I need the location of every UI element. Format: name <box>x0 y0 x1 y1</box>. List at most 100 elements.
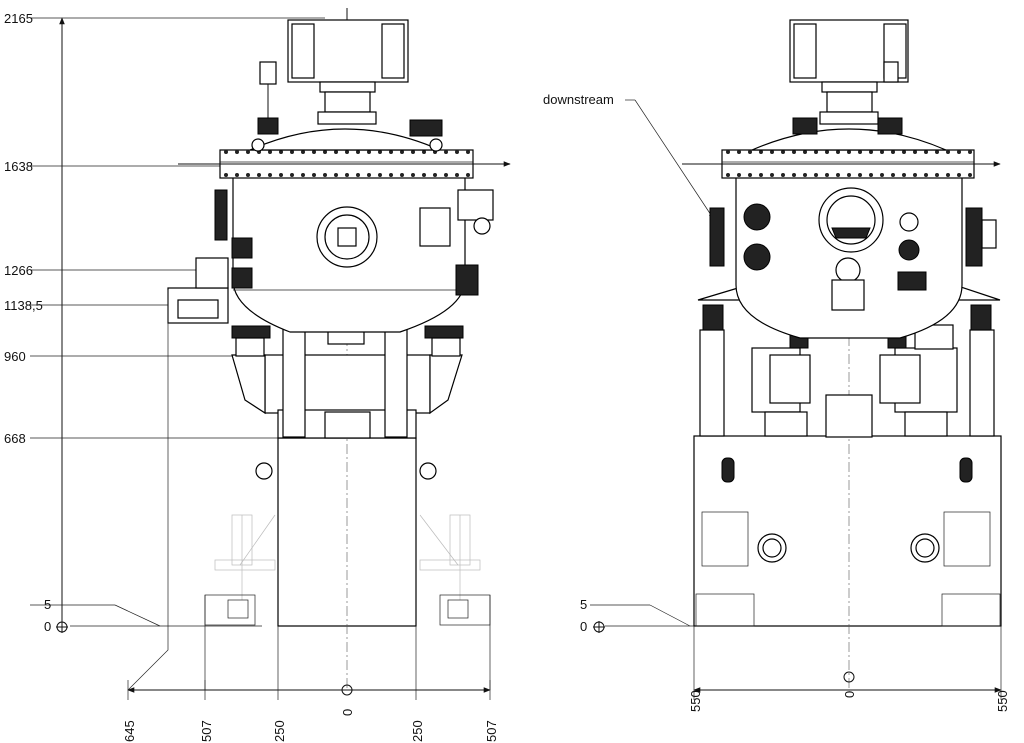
flange-bolt <box>902 150 906 154</box>
flange-bolt <box>726 150 730 154</box>
flange-bolt <box>880 150 884 154</box>
flange-bolt <box>455 150 459 154</box>
flange-bolt <box>290 150 294 154</box>
flange-bolt <box>880 173 884 177</box>
flange-bolt <box>737 173 741 177</box>
flange-bolt <box>869 150 873 154</box>
right-hdim-label-0: 0 <box>842 691 857 698</box>
right-vessel-ports <box>709 187 997 311</box>
flange-bolt <box>235 173 239 177</box>
hdim-label-645: 645 <box>122 720 137 742</box>
callout-leader-b <box>634 99 714 219</box>
left-valve-stem <box>257 61 443 137</box>
flange-bolt <box>235 150 239 154</box>
flange-bolt <box>422 150 426 154</box>
flange-bolt <box>825 150 829 154</box>
flange-bolt <box>345 150 349 154</box>
flange-bolt <box>781 173 785 177</box>
flange-bolt <box>301 173 305 177</box>
dim-label-668: 668 <box>4 431 26 446</box>
dim-label-1138-5: 1138,5 <box>4 298 43 313</box>
flange-bolt <box>378 150 382 154</box>
flange-bolt <box>836 173 840 177</box>
flange-bolt <box>847 173 851 177</box>
dim-label-5: 5 <box>44 597 51 612</box>
flange-bolt <box>246 150 250 154</box>
flange-bolt <box>759 173 763 177</box>
downstream-callout-label: downstream <box>543 92 614 107</box>
right-plate-left <box>701 511 749 567</box>
flange-bolt <box>224 173 228 177</box>
flange-bolt <box>356 173 360 177</box>
flange-bolt <box>257 173 261 177</box>
flange-bolt <box>770 150 774 154</box>
lifting-lug-right <box>419 462 437 480</box>
flange-bolt <box>290 173 294 177</box>
flange-bolt <box>748 173 752 177</box>
left-top-actuator <box>287 8 409 125</box>
flange-bolt <box>224 150 228 154</box>
flange-bolt <box>792 150 796 154</box>
right-plate-right <box>943 511 991 567</box>
right-top-actuator <box>789 19 909 135</box>
left-side-apparatus <box>127 257 229 691</box>
flange-bolt <box>466 173 470 177</box>
flange-bolt <box>803 173 807 177</box>
flange-bolt <box>301 150 305 154</box>
flange-bolt <box>968 150 972 154</box>
flange-bolt <box>312 150 316 154</box>
flange-bolt <box>770 173 774 177</box>
right-view: downstream 5 0 <box>543 19 1010 712</box>
hdim-label-507-right: 507 <box>484 720 499 742</box>
lifting-lug-left <box>255 462 273 480</box>
flange-bolt <box>946 150 950 154</box>
flange-bolt <box>378 173 382 177</box>
flange-bolt <box>323 150 327 154</box>
flange-bolt <box>400 173 404 177</box>
flange-bolt <box>957 173 961 177</box>
dim-label-1266: 1266 <box>4 263 33 278</box>
flange-bolt <box>792 173 796 177</box>
right-hdim-label-550-left: 550 <box>688 690 703 712</box>
flange-bolt <box>902 173 906 177</box>
flange-bolt <box>913 150 917 154</box>
flange-bolt <box>759 150 763 154</box>
flange-bolt <box>444 173 448 177</box>
flange-bolt <box>803 150 807 154</box>
flange-bolt <box>268 150 272 154</box>
dim-label-2165: 2165 <box>4 11 33 26</box>
right-dim-label-5: 5 <box>580 597 587 612</box>
flange-bolt <box>924 150 928 154</box>
flange-bolt <box>246 173 250 177</box>
flange-bolt <box>781 150 785 154</box>
flange-bolt <box>389 173 393 177</box>
flange-bolt <box>913 173 917 177</box>
hdim-label-250-right: 250 <box>410 720 425 742</box>
flange-bolt <box>858 150 862 154</box>
hdim-label-0-left: 0 <box>340 709 355 716</box>
flange-bolt <box>312 173 316 177</box>
flange-bolt <box>433 173 437 177</box>
flange-bolt <box>825 173 829 177</box>
flange-bolt <box>748 150 752 154</box>
flange-bolt <box>334 150 338 154</box>
flange-bolt <box>957 150 961 154</box>
flange-bolt <box>444 150 448 154</box>
flange-bolt <box>814 150 818 154</box>
flange-bolt <box>935 173 939 177</box>
right-hdim-label-550-right: 550 <box>995 690 1010 712</box>
flange-bolt <box>891 150 895 154</box>
left-feet <box>204 594 491 690</box>
flange-bolt <box>935 150 939 154</box>
flange-bolt <box>924 173 928 177</box>
flange-bolt <box>389 150 393 154</box>
flange-bolt <box>455 173 459 177</box>
hdim-label-250-left: 250 <box>272 720 287 742</box>
left-lid-dome <box>249 128 441 151</box>
flange-bolt <box>279 173 283 177</box>
flange-bolt <box>814 173 818 177</box>
flange-bolt <box>411 150 415 154</box>
left-ghost-supports <box>214 514 481 600</box>
dim-label-1638: 1638 <box>4 159 33 174</box>
flange-bolt <box>323 173 327 177</box>
